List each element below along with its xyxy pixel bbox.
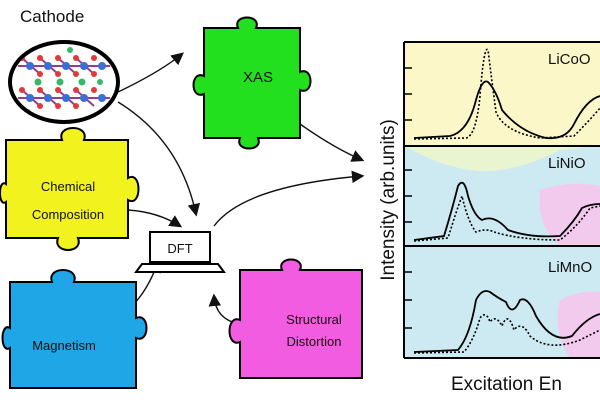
magnetism-puzzle-piece [1, 269, 148, 389]
chemical-label-line2: Composition [32, 207, 104, 222]
panel-1-dotted-curve [413, 48, 600, 140]
spectra-chart: LiCoO LiNiO LiMnO Intensity (arb.units) … [378, 41, 600, 395]
panel-2-dotted-curve [413, 193, 600, 242]
structural-label-line2: Distortion [287, 334, 342, 349]
xas-puzzle-piece [192, 16, 312, 150]
structural-label-line1: Structural [286, 312, 342, 327]
panel-1-label: LiCoO [548, 51, 591, 68]
laptop-icon [134, 231, 226, 273]
x-axis-label: Excitation En [451, 374, 562, 395]
panel-1-solid-curve [413, 80, 600, 140]
arrow-cathode-to-dft [117, 101, 201, 217]
crystal-structure-icon [8, 40, 120, 124]
chemical-composition-puzzle-piece [0, 127, 140, 251]
cathode-label: Cathode [20, 7, 84, 26]
y-ticks [404, 67, 412, 329]
panel-3-pink-tint [557, 291, 600, 358]
panel-2-label: LiNiO [548, 155, 586, 172]
panel-3-label: LiMnO [548, 259, 592, 276]
arrow-dft-to-chart [213, 170, 365, 227]
arrow-cathode-to-xas [117, 52, 184, 93]
panel-1-background [404, 42, 600, 146]
structural-distortion-puzzle-piece [228, 258, 363, 379]
arrow-chemical-to-dft [127, 209, 183, 228]
chemical-label-line1: Chemical [41, 179, 95, 194]
magnetism-label: Magnetism [32, 338, 96, 353]
panel-2-solid-curve [413, 181, 600, 241]
xas-label: XAS [243, 69, 273, 86]
panel-3-solid-curve [413, 290, 600, 353]
panel-2-pink-tint [539, 183, 600, 246]
dft-label: DFT [167, 241, 192, 256]
arrow-xas-to-chart [299, 123, 365, 162]
panel-2-tint [404, 146, 600, 172]
y-axis-label: Intensity (arb.units) [378, 119, 399, 281]
